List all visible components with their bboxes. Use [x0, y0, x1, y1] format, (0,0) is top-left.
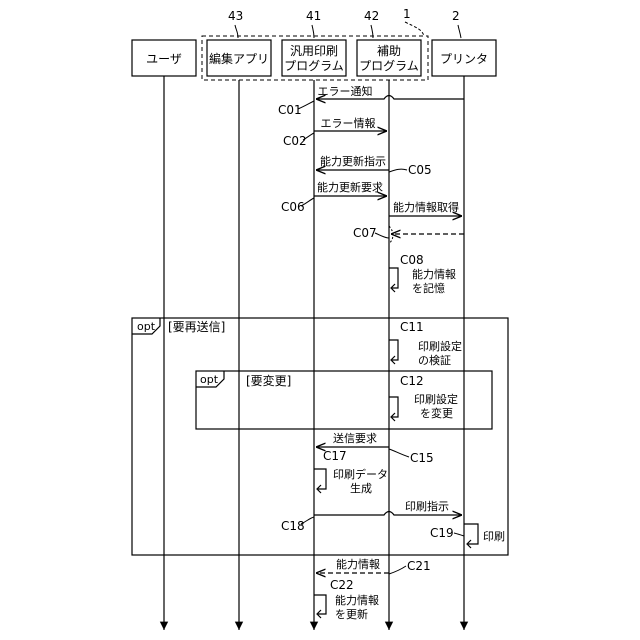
svg-text:能力情報: 能力情報 [336, 557, 380, 571]
svg-text:を変更: を変更 [420, 406, 453, 420]
message-error-notice: エラー通知 [316, 84, 464, 99]
self-call-verify-settings: C11 印刷設定 の検証 [389, 320, 462, 367]
svg-text:を記憶: を記憶 [412, 281, 445, 295]
ref-leader-universal [312, 25, 314, 38]
svg-text:能力更新要求: 能力更新要求 [317, 180, 383, 194]
svg-text:能力情報取得: 能力情報取得 [393, 200, 459, 214]
svg-text:プリンタ: プリンタ [440, 52, 488, 66]
ref-universal: 41 [306, 9, 321, 23]
fragment-opt-change-operator: opt [200, 373, 219, 386]
svg-text:能力情報: 能力情報 [335, 593, 379, 607]
self-call-generate-print-data: C17 印刷データ 生成 [314, 449, 388, 495]
svg-text:プログラム: プログラム [284, 59, 344, 73]
ref-printer: 2 [452, 9, 460, 23]
self-call-update-capability: C22 能力情報 を更新 [314, 578, 379, 621]
self-call-print: C19 印刷 [430, 524, 505, 548]
fragment-opt-change-guard: [要変更] [246, 373, 291, 388]
svg-text:印刷指示: 印刷指示 [405, 499, 449, 513]
ref-group: 1 [403, 7, 411, 21]
ref-leader-group [405, 22, 424, 36]
step-c07: C07 [353, 226, 377, 240]
step-c05-leader [389, 169, 407, 172]
svg-text:生成: 生成 [350, 481, 372, 495]
svg-text:印刷データ: 印刷データ [333, 467, 388, 481]
svg-text:能力情報: 能力情報 [412, 267, 456, 281]
participant-helper: 補助 プログラム [357, 40, 421, 76]
step-c15: C15 [410, 451, 434, 465]
step-c07-leader [375, 233, 389, 238]
svg-text:補助: 補助 [377, 44, 401, 58]
fragment-opt-resend-operator: opt [137, 320, 156, 333]
message-error-info: エラー情報 [314, 117, 387, 131]
step-c18: C18 [281, 519, 305, 533]
svg-text:の検証: の検証 [418, 353, 451, 367]
message-send-request: 送信要求 [316, 431, 389, 447]
participant-app: 編集アプリ [207, 40, 271, 76]
step-c02: C02 [283, 134, 307, 148]
step-c01: C01 [278, 103, 302, 117]
participant-universal-print: 汎用印刷 プログラム [282, 40, 346, 76]
ref-helper: 42 [364, 9, 379, 23]
message-capability-info-get: 能力情報取得 [389, 200, 462, 216]
step-c12: C12 [400, 374, 424, 388]
step-c22: C22 [330, 578, 354, 592]
svg-text:能力更新指示: 能力更新指示 [320, 154, 386, 168]
step-c17: C17 [323, 449, 347, 463]
svg-text:エラー情報: エラー情報 [321, 117, 376, 130]
participant-user: ユーザ [132, 40, 196, 76]
step-c19: C19 [430, 526, 454, 540]
participant-printer: プリンタ [432, 40, 496, 76]
reference-numerals: 43 41 42 1 2 [228, 7, 461, 38]
svg-text:ユーザ: ユーザ [146, 52, 182, 66]
step-c15-leader [389, 449, 409, 457]
message-capability-info: 能力情報 [316, 557, 389, 573]
lifelines [164, 76, 464, 630]
svg-text:エラー通知: エラー通知 [318, 84, 373, 98]
step-c21: C21 [407, 559, 431, 573]
self-call-store-capability: C08 能力情報 を記憶 [389, 253, 456, 295]
step-c11: C11 [400, 320, 424, 334]
svg-text:編集アプリ: 編集アプリ [209, 51, 269, 66]
message-print-instruction: 印刷指示 [314, 499, 462, 515]
message-capability-update-request: 能力更新要求 [314, 180, 387, 196]
step-c05: C05 [408, 163, 432, 177]
svg-text:プログラム: プログラム [359, 59, 419, 73]
svg-text:印刷設定: 印刷設定 [414, 392, 458, 406]
step-c08: C08 [400, 253, 424, 267]
svg-text:印刷: 印刷 [483, 530, 505, 543]
svg-text:を更新: を更新 [335, 607, 368, 621]
fragment-opt-resend: opt [要再送信] [132, 318, 508, 555]
step-c06: C06 [281, 200, 305, 214]
ref-leader-printer [458, 25, 461, 38]
step-c21-leader [389, 566, 406, 574]
fragment-opt-resend-guard: [要再送信] [168, 319, 225, 334]
svg-text:汎用印刷: 汎用印刷 [290, 44, 338, 58]
svg-text:送信要求: 送信要求 [333, 431, 377, 445]
message-capability-update-instruction: 能力更新指示 [316, 154, 389, 170]
ref-app: 43 [228, 9, 243, 23]
svg-text:印刷設定: 印刷設定 [418, 339, 462, 353]
self-call-change-settings: C12 印刷設定 を変更 [389, 374, 458, 421]
